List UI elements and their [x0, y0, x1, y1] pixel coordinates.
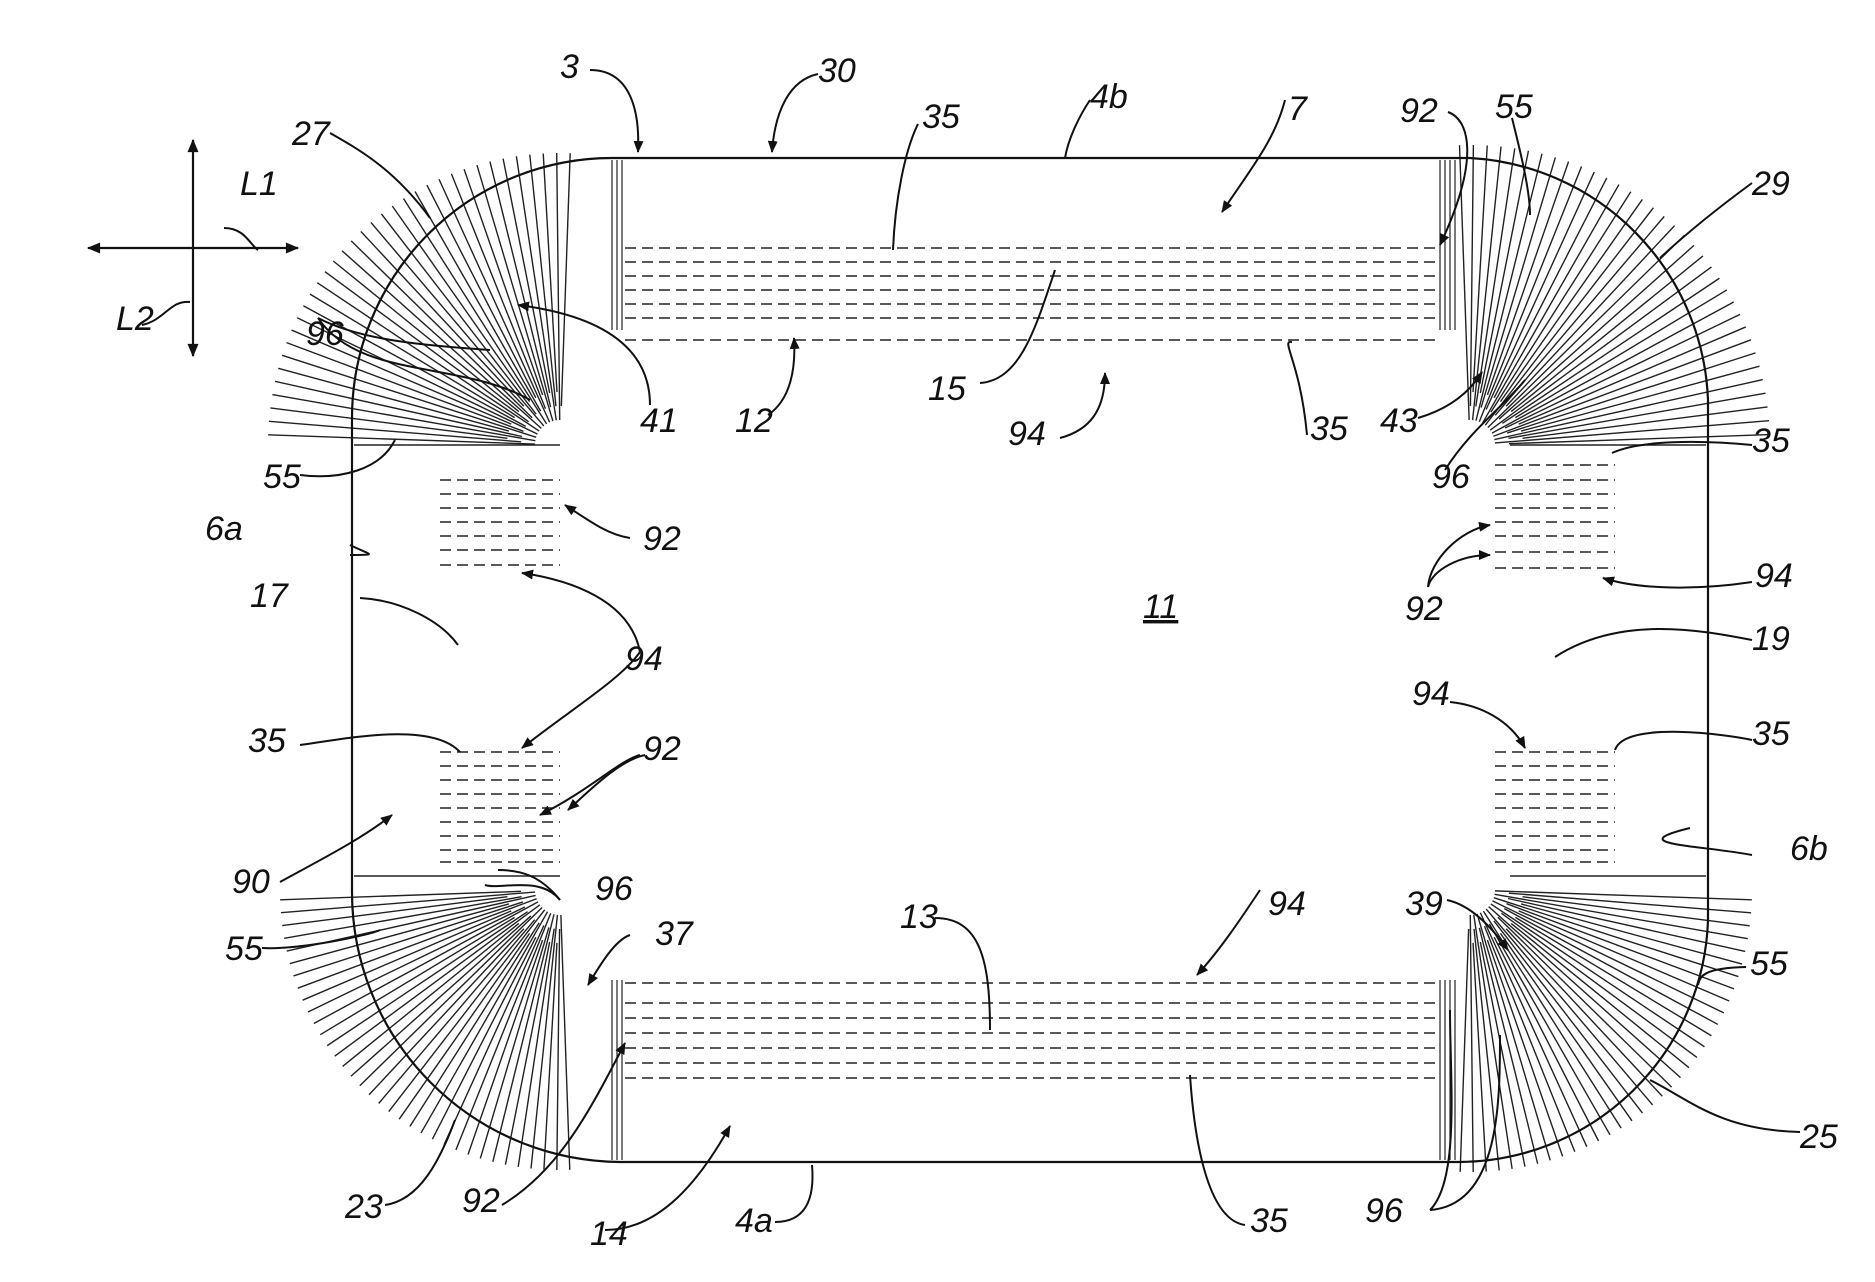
corner-rays-top-left [557, 153, 560, 420]
label-30: 30 [818, 52, 856, 90]
label-92-bottom: 92 [462, 1182, 500, 1220]
label-23: 23 [344, 1188, 383, 1226]
corner-rays-top-right [1482, 185, 1619, 424]
corner-rays-bottom-left [557, 929, 560, 1170]
label-92-right: 92 [1405, 590, 1443, 628]
corner-rays-bottom-left [282, 897, 507, 926]
label-7: 7 [1288, 90, 1308, 128]
article-outline [352, 158, 1708, 1162]
corner-rays-top-left [278, 368, 509, 431]
label-3: 3 [560, 48, 579, 86]
corner-rays-bottom-right [1498, 917, 1672, 1087]
label-6a: 6a [205, 510, 243, 548]
label-94-bottom: 94 [1268, 885, 1306, 923]
label-92-left1: 92 [643, 520, 681, 558]
label-13: 13 [900, 898, 938, 936]
label-37: 37 [655, 915, 694, 953]
corner-rays-bottom-left [294, 902, 523, 976]
label-43: 43 [1380, 402, 1418, 440]
label-55-tr: 55 [1495, 88, 1533, 126]
label-96-bl: 96 [595, 870, 633, 908]
corner-rays-top-left [490, 162, 551, 408]
label-35-tr: 35 [1310, 410, 1348, 448]
corner-rays-bottom-left [518, 929, 554, 1167]
label-90: 90 [232, 863, 270, 901]
corner-rays-top-right [1473, 145, 1487, 392]
label-94-right2: 94 [1412, 675, 1450, 713]
corner-rays-top-right [1519, 327, 1746, 424]
corner-rays-bottom-right [1479, 928, 1537, 1164]
label-17: 17 [250, 577, 289, 615]
label-96-tl: 96 [306, 315, 344, 353]
label-11: 11 [1143, 588, 1178, 626]
label-94-top: 94 [1008, 415, 1046, 453]
corner-rays-bottom-left [561, 915, 570, 1170]
label-12: 12 [735, 402, 773, 440]
corner-rays-top-left [351, 241, 532, 418]
label-L2: L2 [116, 300, 154, 338]
corner-rays-bottom-left [360, 907, 542, 1085]
label-55-bl: 55 [225, 930, 263, 968]
label-35-right2: 35 [1752, 715, 1790, 753]
corner-rays-top-right [1470, 145, 1473, 406]
corner-rays-bottom-right [1460, 929, 1468, 1172]
label-96-tr: 96 [1432, 458, 1470, 496]
corner-rays-top-right [1502, 278, 1719, 423]
label-96-br: 96 [1365, 1192, 1403, 1230]
label-29: 29 [1751, 165, 1790, 203]
corner-rays-top-right [1488, 235, 1685, 427]
label-L1: L1 [240, 165, 278, 203]
label-41: 41 [640, 402, 678, 440]
corner-rays-bottom-right [1523, 897, 1750, 926]
corner-rays-top-right [1460, 145, 1470, 420]
label-55-left: 55 [263, 458, 301, 496]
label-35-right1: 35 [1752, 422, 1790, 460]
label-35-top: 35 [922, 98, 960, 136]
label-25: 25 [1799, 1118, 1838, 1156]
label-39: 39 [1405, 885, 1443, 923]
label-92-tr: 92 [1400, 92, 1438, 130]
label-6b: 6b [1790, 830, 1828, 868]
label-19: 19 [1752, 620, 1790, 658]
label-55-br: 55 [1750, 945, 1788, 983]
label-4a: 4a [735, 1202, 773, 1240]
corner-rays-top-right [1493, 340, 1751, 436]
label-92-left2: 92 [643, 730, 681, 768]
label-14: 14 [590, 1215, 628, 1253]
corner-rays-top-left [561, 153, 570, 406]
label-27: 27 [291, 115, 331, 153]
label-35-left2: 35 [248, 722, 286, 760]
corner-rays-bottom-right [1470, 915, 1473, 1172]
label-94-right1: 94 [1755, 557, 1793, 595]
label-4b: 4b [1090, 78, 1128, 116]
label-94-left: 94 [625, 640, 663, 678]
corner-rays-bottom-left [290, 904, 509, 964]
label-15: 15 [928, 370, 966, 408]
dashed-zones [440, 248, 1615, 1078]
label-35-bottom: 35 [1250, 1202, 1288, 1240]
